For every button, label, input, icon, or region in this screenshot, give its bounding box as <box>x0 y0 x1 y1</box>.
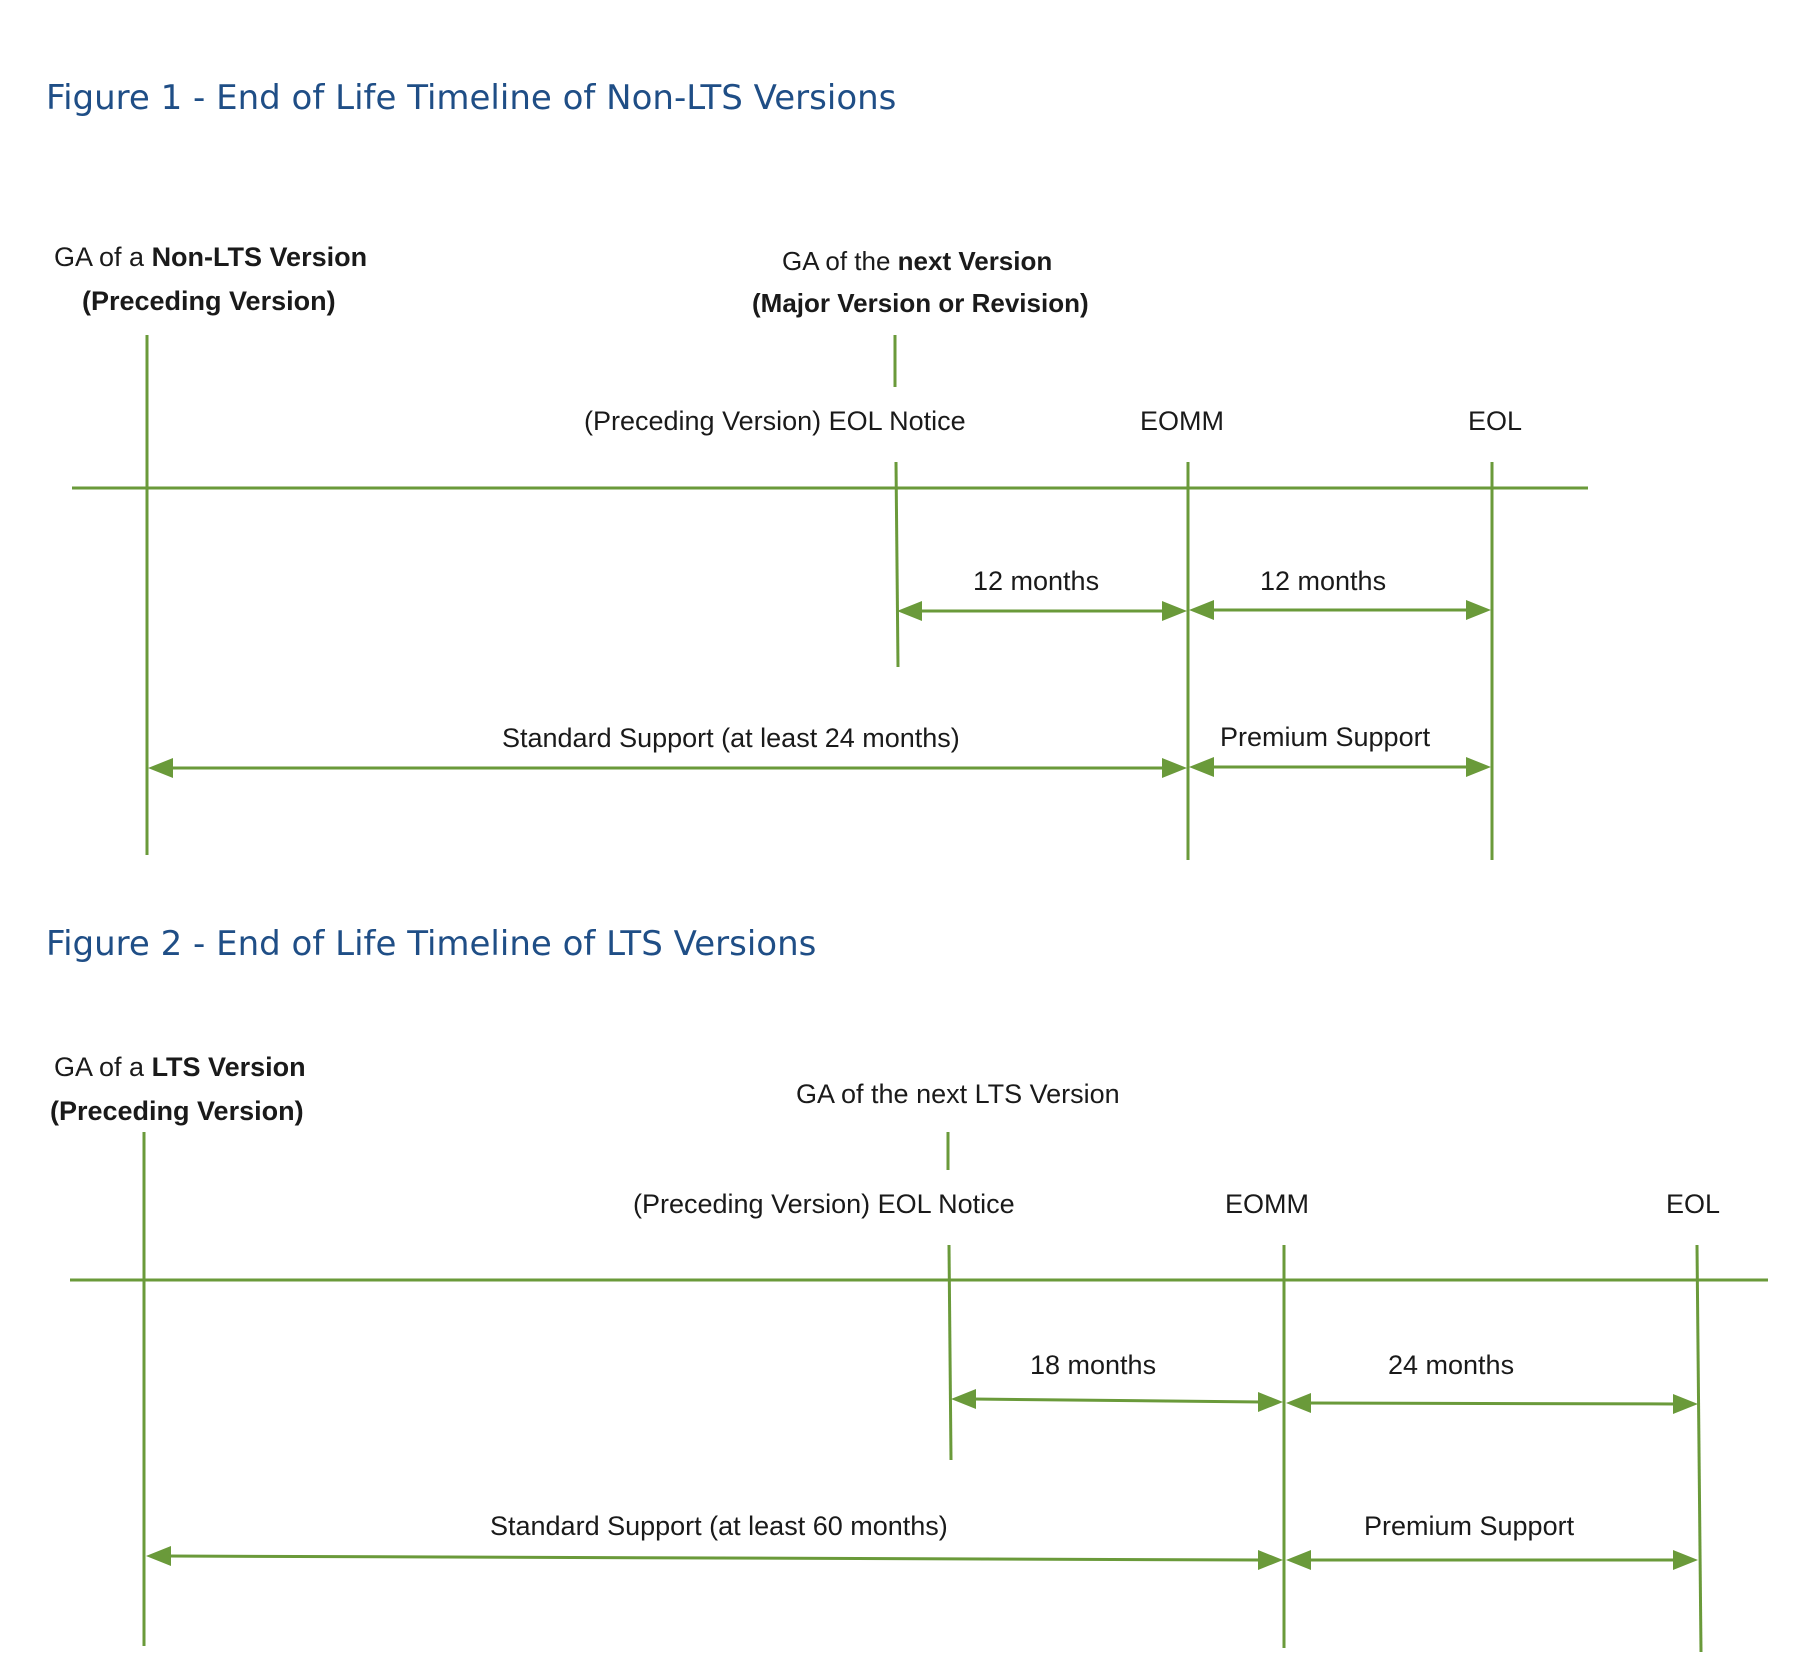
arrowhead-left <box>1286 1393 1311 1413</box>
arrowhead-left <box>951 1389 976 1409</box>
eomm-label: EOMM <box>1225 1189 1309 1219</box>
arrowhead-left <box>897 601 922 621</box>
figure-1-timeline: GA of a Non-LTS Version (Preceding Versi… <box>54 242 1588 860</box>
arrowhead-left <box>148 758 173 778</box>
eomm-label: EOMM <box>1140 406 1224 436</box>
ga-first-label: GA of a Non-LTS Version <box>54 242 367 272</box>
ga-first-sublabel: (Preceding Version) <box>50 1096 304 1126</box>
figure-2-timeline: GA of a LTS Version (Preceding Version) … <box>50 1052 1768 1653</box>
eol-notice-marker <box>894 461 900 668</box>
standard-support-label: Standard Support (at least 60 months) <box>490 1511 948 1541</box>
figure-2-title: Figure 2 - End of Life Timeline of LTS V… <box>46 924 817 964</box>
ga-next-label: GA of the next LTS Version <box>796 1079 1120 1109</box>
ga-first-label: GA of a LTS Version <box>54 1052 306 1082</box>
ga-next-sublabel: (Major Version or Revision) <box>752 288 1089 318</box>
span-eomm-eol-label: 12 months <box>1260 566 1386 596</box>
arrowhead-left <box>146 1546 171 1566</box>
ga-first-sublabel: (Preceding Version) <box>82 286 336 316</box>
arrowhead-right <box>1258 1550 1283 1570</box>
figure-1-title: Figure 1 - End of Life Timeline of Non-L… <box>46 78 897 118</box>
arrowhead-right <box>1162 601 1187 621</box>
eol-notice-label: (Preceding Version) EOL Notice <box>633 1189 1015 1219</box>
eol-label: EOL <box>1666 1189 1720 1219</box>
arrowhead-left <box>1286 1550 1311 1570</box>
arrowhead-left <box>1189 757 1214 777</box>
arrowhead-right <box>1673 1550 1698 1570</box>
arrowhead-right <box>1673 1394 1698 1414</box>
span-notice-eomm-label: 18 months <box>1030 1350 1156 1380</box>
arrowhead-left <box>1189 600 1214 620</box>
arrowhead-right <box>1162 758 1187 778</box>
span-eomm-eol-arrow <box>1305 1401 1677 1406</box>
ga-next-label: GA of the next Version <box>782 246 1052 276</box>
eol-marker <box>1695 1244 1703 1653</box>
eol-notice-marker <box>947 1244 953 1461</box>
span-notice-eomm-arrow <box>971 1397 1263 1404</box>
premium-support-label: Premium Support <box>1364 1511 1575 1541</box>
arrowhead-right <box>1466 757 1491 777</box>
span-notice-eomm-label: 12 months <box>973 566 1099 596</box>
span-eomm-eol-label: 24 months <box>1388 1350 1514 1380</box>
standard-support-label: Standard Support (at least 24 months) <box>502 723 960 753</box>
standard-support-arrow <box>165 1554 1263 1562</box>
premium-support-label: Premium Support <box>1220 722 1431 752</box>
arrowhead-right <box>1466 600 1491 620</box>
eol-notice-label: (Preceding Version) EOL Notice <box>584 406 966 436</box>
arrowhead-right <box>1258 1392 1283 1412</box>
eol-label: EOL <box>1468 406 1522 436</box>
